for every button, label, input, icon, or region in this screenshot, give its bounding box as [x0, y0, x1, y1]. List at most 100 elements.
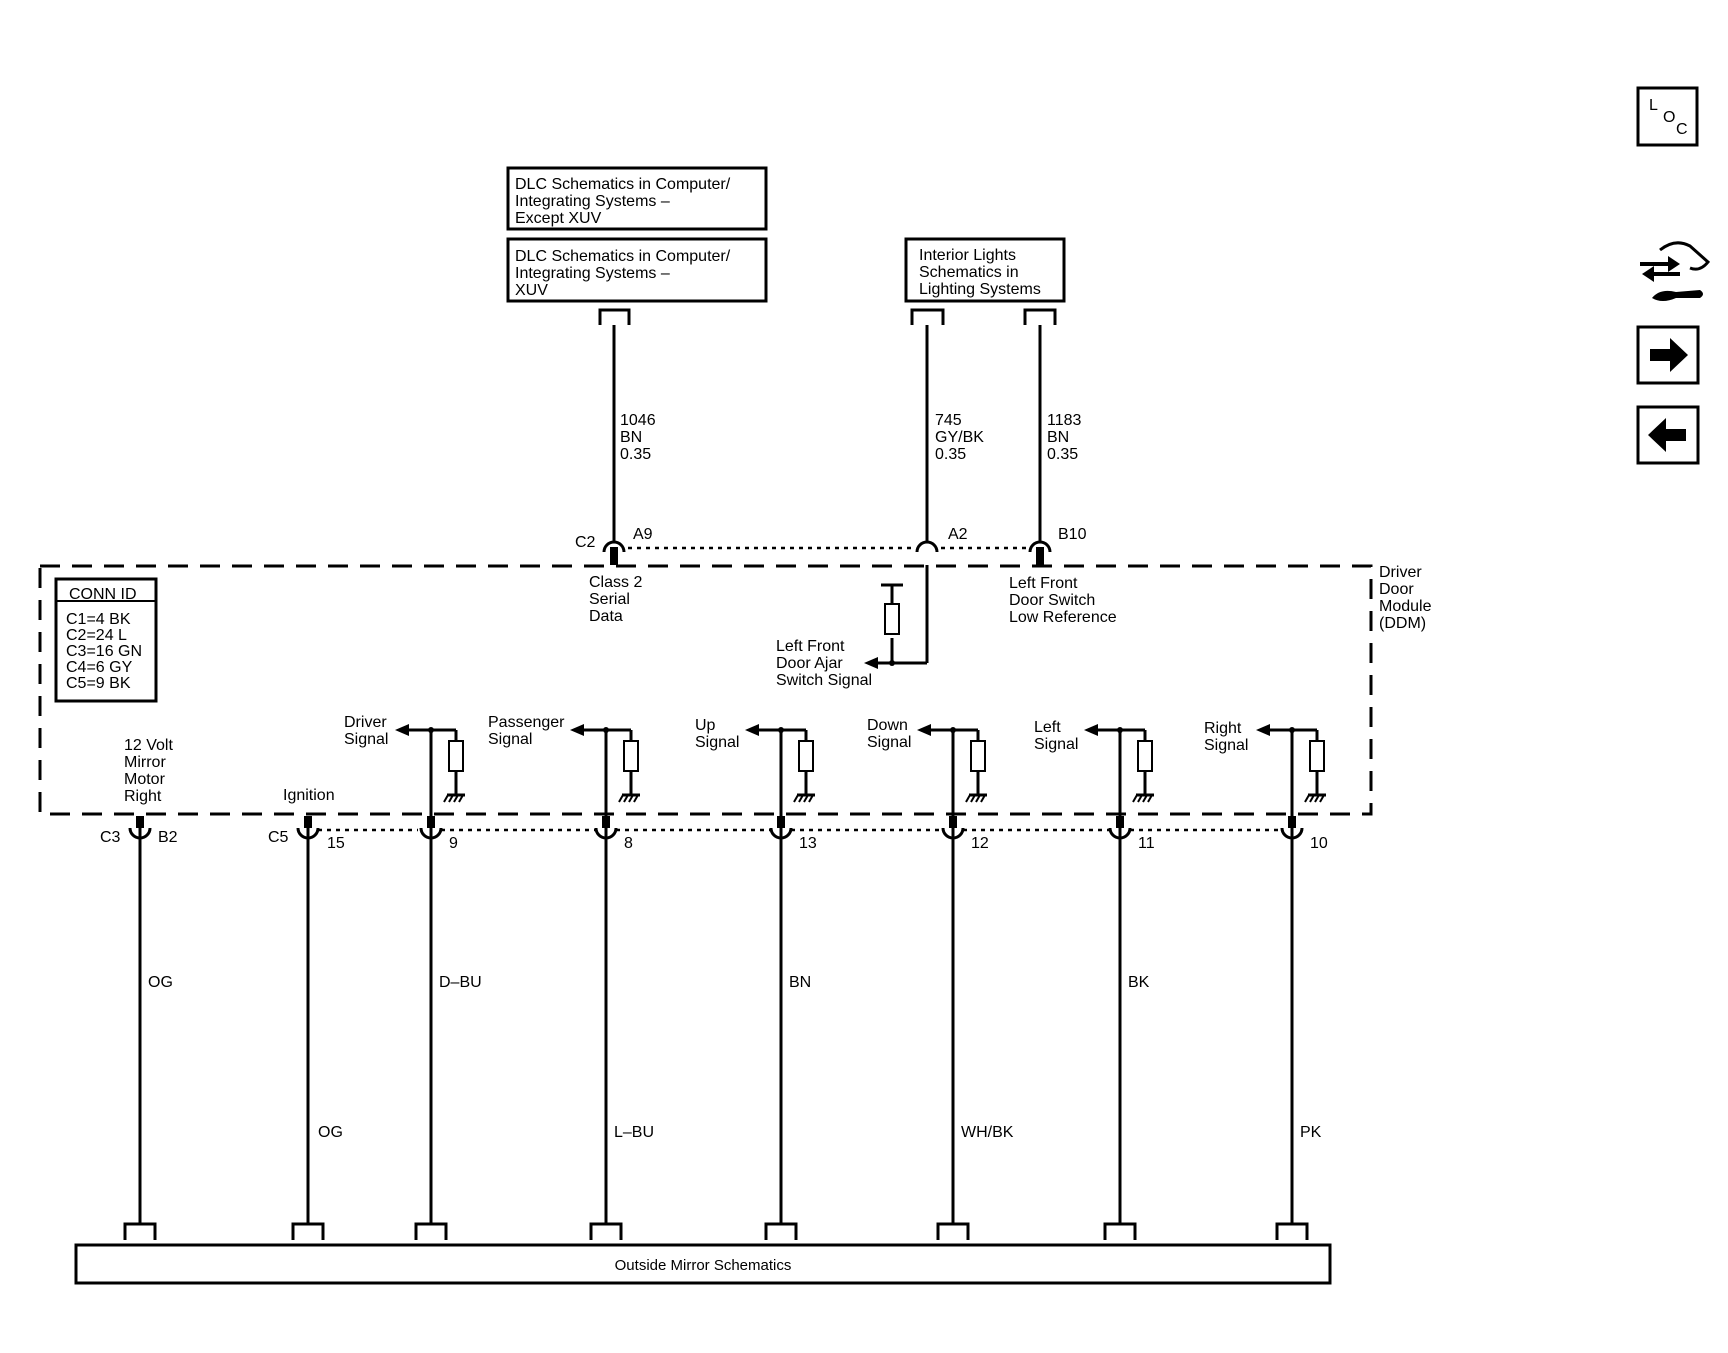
ref-box-interior-lights[interactable]: Interior Lights Schematics in Lighting S…	[904, 237, 1066, 303]
svg-text:Class 2: Class 2	[589, 574, 642, 591]
signal-pin-label: 9	[449, 835, 458, 852]
conn-id-row: C1=4 BK	[66, 611, 131, 628]
svg-text:Door: Door	[1379, 581, 1414, 598]
svg-text:12 Volt: 12 Volt	[124, 737, 173, 754]
ignition-label: Ignition	[283, 787, 335, 804]
pulldown-resistor	[623, 740, 639, 772]
svg-text:Left Front: Left Front	[1009, 575, 1078, 592]
arrow-left-icon[interactable]	[1636, 405, 1700, 465]
signal-pin-label: 11	[1138, 835, 1155, 852]
pulldown-resistor	[970, 740, 986, 772]
bottom-bracket	[291, 1222, 325, 1240]
svg-text:BN: BN	[620, 429, 642, 446]
conn-id-row: C2=24 L	[66, 627, 127, 644]
signal-label: Signal	[344, 731, 388, 748]
outside-mirror-label: Outside Mirror Schematics	[615, 1257, 792, 1274]
bottom-brackets	[123, 1222, 1309, 1240]
signal-arrow	[570, 724, 584, 736]
signal-wire-color: PK	[1300, 1124, 1322, 1141]
signal-wire-color: L–BU	[614, 1124, 654, 1141]
signal-arrow	[1084, 724, 1098, 736]
svg-text:L: L	[1649, 97, 1658, 114]
class2-serial-data-label: Class 2 Serial Data	[589, 574, 642, 625]
signal-arrow	[917, 724, 931, 736]
svg-text:Serial: Serial	[589, 591, 630, 608]
pin-b2-label: B2	[158, 829, 178, 846]
ref-box-line: Integrating Systems –	[515, 193, 670, 210]
connector-c5-label: C5	[268, 829, 289, 846]
svg-text:1046: 1046	[620, 412, 656, 429]
signal-arrow	[1256, 724, 1270, 736]
c3-c5-circuits	[128, 816, 418, 1224]
ref-box-dlc-xuv[interactable]: DLC Schematics in Computer/ Integrating …	[506, 237, 768, 303]
bottom-bracket	[936, 1222, 970, 1240]
ref-box-line: DLC Schematics in Computer/	[515, 248, 731, 265]
door-ajar-circuit	[864, 565, 929, 669]
bottom-bracket	[1275, 1222, 1309, 1240]
signal-label: Right	[1204, 720, 1242, 737]
mirror-motor-label: 12 Volt Mirror Motor Right	[124, 737, 173, 805]
door-ajar-label: Left Front Door Ajar Switch Signal	[776, 638, 872, 689]
signal-label: Up	[695, 717, 716, 734]
signal-wire-color: WH/BK	[961, 1124, 1014, 1141]
svg-text:Switch Signal: Switch Signal	[776, 672, 872, 689]
ddm-module-boundary	[38, 564, 1373, 816]
signal-label: Signal	[867, 734, 911, 751]
signal-label: Driver	[344, 714, 387, 731]
connector-c3-label: C3	[100, 829, 121, 846]
signal-circuits: DriverSignal9D–BUPassengerSignal8L–BUUpS…	[344, 714, 1328, 1224]
ref-box-line: Schematics in	[919, 264, 1019, 281]
conn-id-row: C4=6 GY	[66, 659, 133, 676]
svg-text:0.35: 0.35	[1047, 446, 1078, 463]
ref-box-line: Interior Lights	[919, 247, 1016, 264]
svg-text:745: 745	[935, 412, 962, 429]
svg-text:0.35: 0.35	[935, 446, 966, 463]
svg-text:BN: BN	[1047, 429, 1069, 446]
bottom-bracket	[123, 1222, 157, 1240]
svg-text:Left Front: Left Front	[776, 638, 845, 655]
svg-text:C: C	[1676, 121, 1688, 138]
svg-text:Door Switch: Door Switch	[1009, 592, 1095, 609]
conn-id-title: CONN ID	[69, 586, 137, 603]
top-brackets	[598, 308, 1057, 325]
signal-label: Signal	[1034, 736, 1078, 753]
wire-label-745: 745 GY/BK 0.35	[935, 412, 984, 463]
ref-box-line: Except XUV	[515, 210, 602, 227]
connector-c2-label: C2	[575, 534, 596, 551]
ref-box-line: Lighting Systems	[919, 281, 1041, 298]
wire-label-1046: 1046 BN 0.35	[620, 412, 656, 463]
door-switch-low-ref-label: Left Front Door Switch Low Reference	[1009, 575, 1117, 626]
outside-mirror-schematics-box[interactable]: Outside Mirror Schematics	[74, 1243, 1332, 1285]
signal-label: Down	[867, 717, 908, 734]
svg-text:0.35: 0.35	[620, 446, 651, 463]
signal-label: Signal	[488, 731, 532, 748]
signal-pin-label: 8	[624, 835, 633, 852]
pin-a9-label: A9	[633, 526, 653, 543]
wrench-arrows-icon[interactable]	[1640, 241, 1711, 301]
pin-b10-label: B10	[1058, 526, 1087, 543]
pulldown-resistor	[1309, 740, 1325, 772]
signal-wire-color: D–BU	[439, 974, 482, 991]
ref-box-line: Integrating Systems –	[515, 265, 670, 282]
pulldown-resistor	[798, 740, 814, 772]
svg-text:Right: Right	[124, 788, 162, 805]
ref-box-line: DLC Schematics in Computer/	[515, 176, 731, 193]
wire-color-og: OG	[148, 974, 173, 991]
signal-pin-label: 13	[799, 835, 817, 852]
pulldown-resistor	[1137, 740, 1153, 772]
ref-box-dlc-except-xuv[interactable]: DLC Schematics in Computer/ Integrating …	[506, 166, 768, 231]
svg-text:O: O	[1663, 109, 1675, 126]
arrow-right-icon[interactable]	[1636, 325, 1700, 385]
ref-box-line: XUV	[515, 282, 548, 299]
pulldown-resistor	[448, 740, 464, 772]
svg-text:Low Reference: Low Reference	[1009, 609, 1117, 626]
svg-text:Motor: Motor	[124, 771, 166, 788]
svg-text:Mirror: Mirror	[124, 754, 166, 771]
signal-wire-color: BK	[1128, 974, 1150, 991]
top-connector-terminals	[602, 540, 1052, 565]
loc-icon[interactable]: L O C	[1636, 86, 1699, 147]
